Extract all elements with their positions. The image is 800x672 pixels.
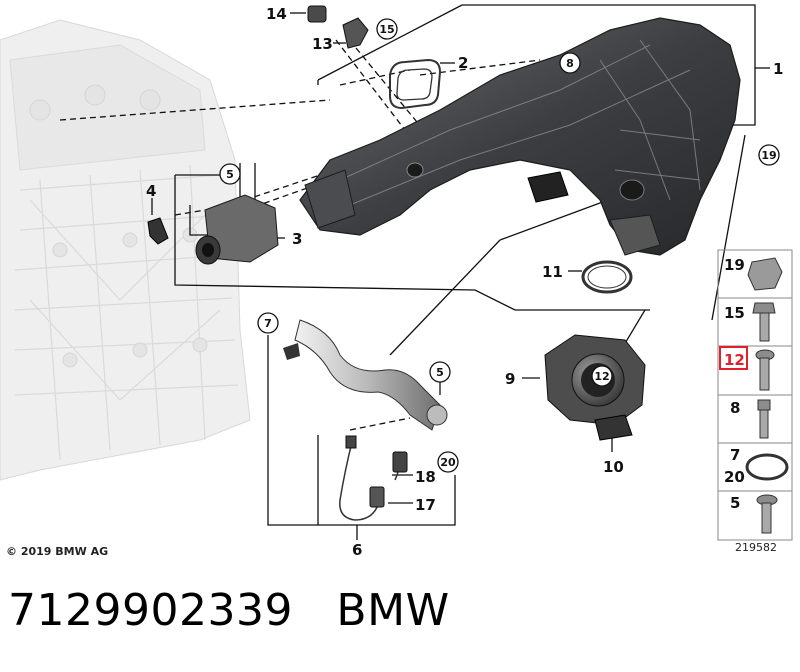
svg-text:8: 8 bbox=[566, 57, 574, 70]
brand-name: BMW bbox=[336, 585, 450, 636]
label-9: 9 bbox=[505, 370, 515, 388]
sidebar-label-19: 19 bbox=[724, 256, 745, 274]
part-caption: 7129902339 BMW bbox=[8, 585, 450, 636]
svg-text:7: 7 bbox=[264, 317, 272, 330]
fastener-icons bbox=[745, 257, 789, 534]
sidebar-label-15: 15 bbox=[724, 304, 745, 322]
copyright: © 2019 BMW AG bbox=[6, 545, 108, 558]
clip-illustration bbox=[147, 217, 169, 245]
part-number: 7129902339 bbox=[8, 585, 293, 636]
circled-label-8: 8 bbox=[559, 52, 581, 74]
svg-text:5: 5 bbox=[226, 168, 234, 181]
parts-diagram: 14 13 2 1 4 3 11 9 10 18 17 6 15 8 19 5 bbox=[0, 4, 793, 559]
sidebar-labels: 19 15 12 8 7 20 5 bbox=[719, 256, 748, 512]
label-17: 17 bbox=[415, 496, 436, 514]
svg-text:15: 15 bbox=[379, 23, 394, 36]
part-labels: 14 13 2 1 4 3 11 9 10 18 17 6 bbox=[146, 5, 783, 559]
egr-pipe-illustration bbox=[283, 319, 448, 521]
svg-text:20: 20 bbox=[440, 456, 456, 469]
actuator-illustration bbox=[195, 194, 279, 265]
circled-label-7: 7 bbox=[257, 312, 279, 334]
circled-label-5-lower: 5 bbox=[429, 361, 451, 383]
circled-label-15: 15 bbox=[376, 18, 398, 40]
svg-text:5: 5 bbox=[436, 366, 444, 379]
sidebar-highlight-box bbox=[719, 346, 748, 370]
label-4: 4 bbox=[146, 182, 156, 200]
gasket-illustration bbox=[389, 58, 442, 110]
engine-block-illustration bbox=[0, 19, 251, 481]
circled-label-5-upper: 5 bbox=[219, 163, 241, 185]
label-18: 18 bbox=[415, 468, 436, 486]
circled-labels: 15 8 19 5 7 5 12 20 bbox=[219, 18, 780, 473]
image-number: 219582 bbox=[735, 541, 777, 554]
sidebar-label-5: 5 bbox=[730, 494, 740, 512]
label-14: 14 bbox=[266, 5, 287, 23]
svg-text:12: 12 bbox=[594, 370, 609, 383]
label-13: 13 bbox=[312, 35, 333, 53]
sidebar-label-7: 7 bbox=[730, 446, 740, 464]
sidebar-label-20: 20 bbox=[724, 468, 745, 486]
sidebar-label-12: 12 bbox=[724, 351, 745, 369]
label-6: 6 bbox=[352, 541, 362, 559]
label-2: 2 bbox=[458, 54, 468, 72]
throttle-body-illustration bbox=[544, 334, 646, 441]
intake-manifold-illustration bbox=[299, 17, 741, 256]
label-3: 3 bbox=[292, 230, 302, 248]
svg-text:19: 19 bbox=[761, 149, 776, 162]
circled-label-19: 19 bbox=[758, 144, 780, 166]
label-1: 1 bbox=[773, 60, 783, 78]
seal-ring-illustration bbox=[581, 260, 633, 294]
circled-label-12: 12 bbox=[591, 365, 613, 387]
sidebar-label-8: 8 bbox=[730, 399, 740, 417]
label-11: 11 bbox=[542, 263, 563, 281]
label-10: 10 bbox=[603, 458, 624, 476]
circled-label-20: 20 bbox=[437, 451, 459, 473]
sensor-illustration bbox=[307, 5, 369, 49]
